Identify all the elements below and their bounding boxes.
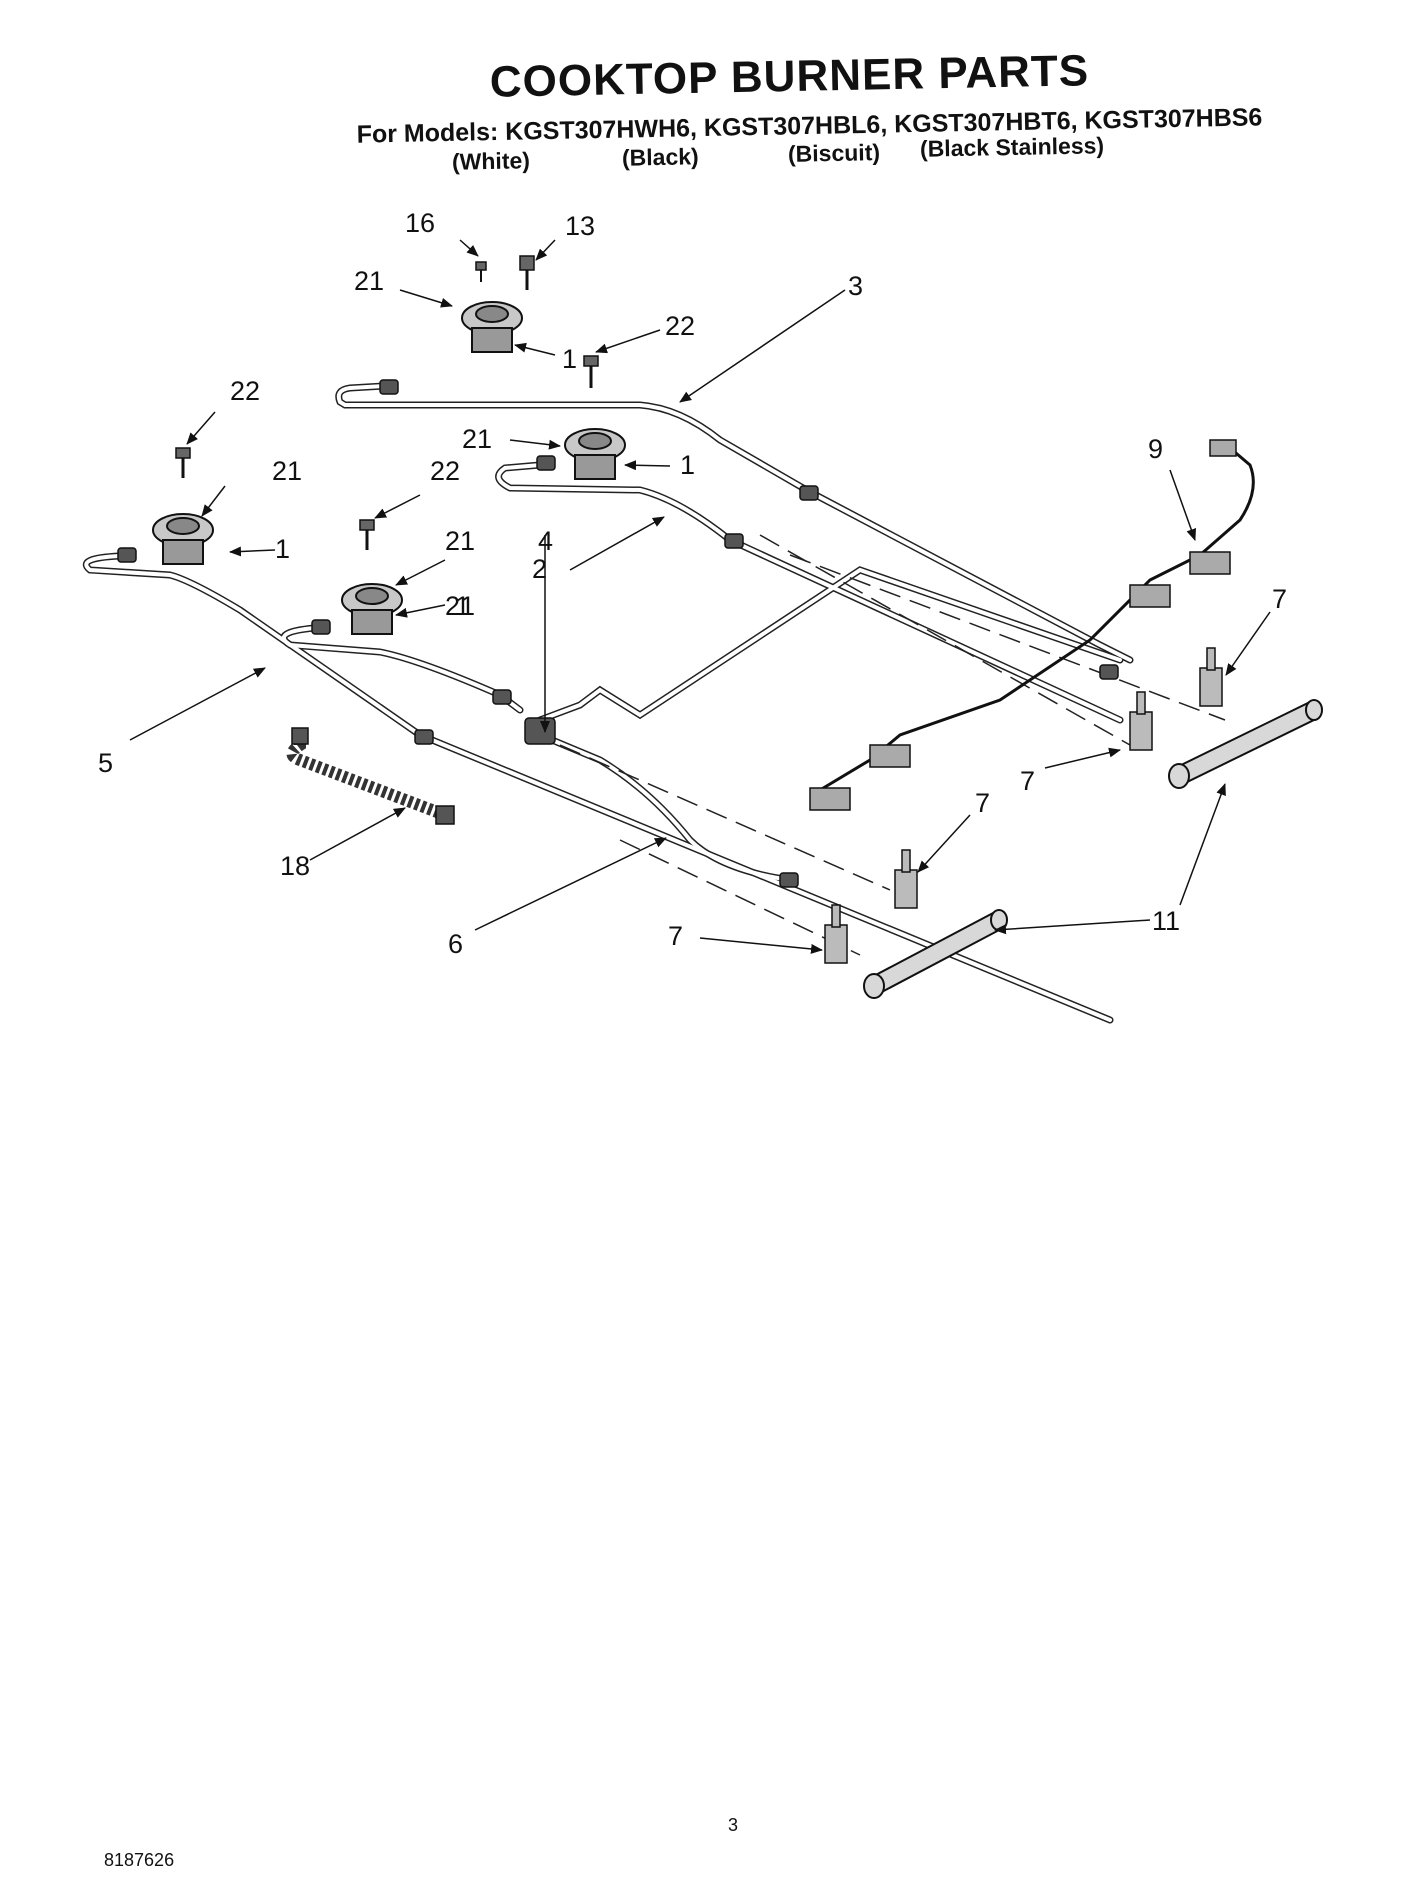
callout-1: 1: [680, 450, 695, 480]
callout-21: 21: [462, 424, 492, 454]
callout-1: 1: [455, 591, 470, 621]
callout-arrows: [129, 239, 1271, 954]
callout-22: 22: [665, 311, 695, 341]
callout-3: 3: [848, 271, 863, 301]
callout-11: 11: [1152, 906, 1180, 936]
callout-1: 1: [562, 344, 577, 374]
callout-18: 18: [280, 851, 310, 881]
document-number: 8187626: [104, 1850, 175, 1870]
callout-9: 9: [1148, 434, 1163, 464]
callout-21: 21: [354, 266, 384, 296]
callout-2: 2: [532, 554, 547, 584]
callout-21: 21: [445, 526, 475, 556]
flex-connector: [286, 735, 448, 821]
callout-1: 1: [275, 534, 290, 564]
callout-4: 4: [538, 526, 553, 556]
manifold-tube: [536, 566, 1124, 724]
callout-7: 7: [1020, 766, 1035, 796]
callout-5: 5: [98, 748, 113, 778]
callout-16: 16: [405, 208, 435, 238]
callout-22: 22: [430, 456, 460, 486]
callout-7: 7: [1272, 584, 1287, 614]
ignition-switches: [809, 439, 1237, 811]
dashed-lines: [559, 534, 1226, 956]
callout-22: 22: [230, 376, 260, 406]
callout-7: 7: [668, 921, 683, 951]
callout-13: 13: [565, 211, 595, 241]
callout-7: 7: [975, 788, 990, 818]
page-number: 3: [728, 1815, 739, 1835]
manifold-bars: [863, 699, 1323, 999]
callout-labels: 16 13 21 3 22 1 22 21 1 9 21 22 21 1 21 …: [98, 208, 1287, 959]
callout-6: 6: [448, 929, 463, 959]
wiring-harness: [819, 446, 1255, 792]
valves: [824, 647, 1223, 964]
tube-6: [536, 731, 794, 884]
tube-fittings: [117, 379, 1119, 888]
callout-1: 21: [445, 591, 475, 621]
burner-bases: [152, 301, 626, 635]
screws: [175, 255, 599, 550]
callout-21: 21: [272, 456, 302, 486]
